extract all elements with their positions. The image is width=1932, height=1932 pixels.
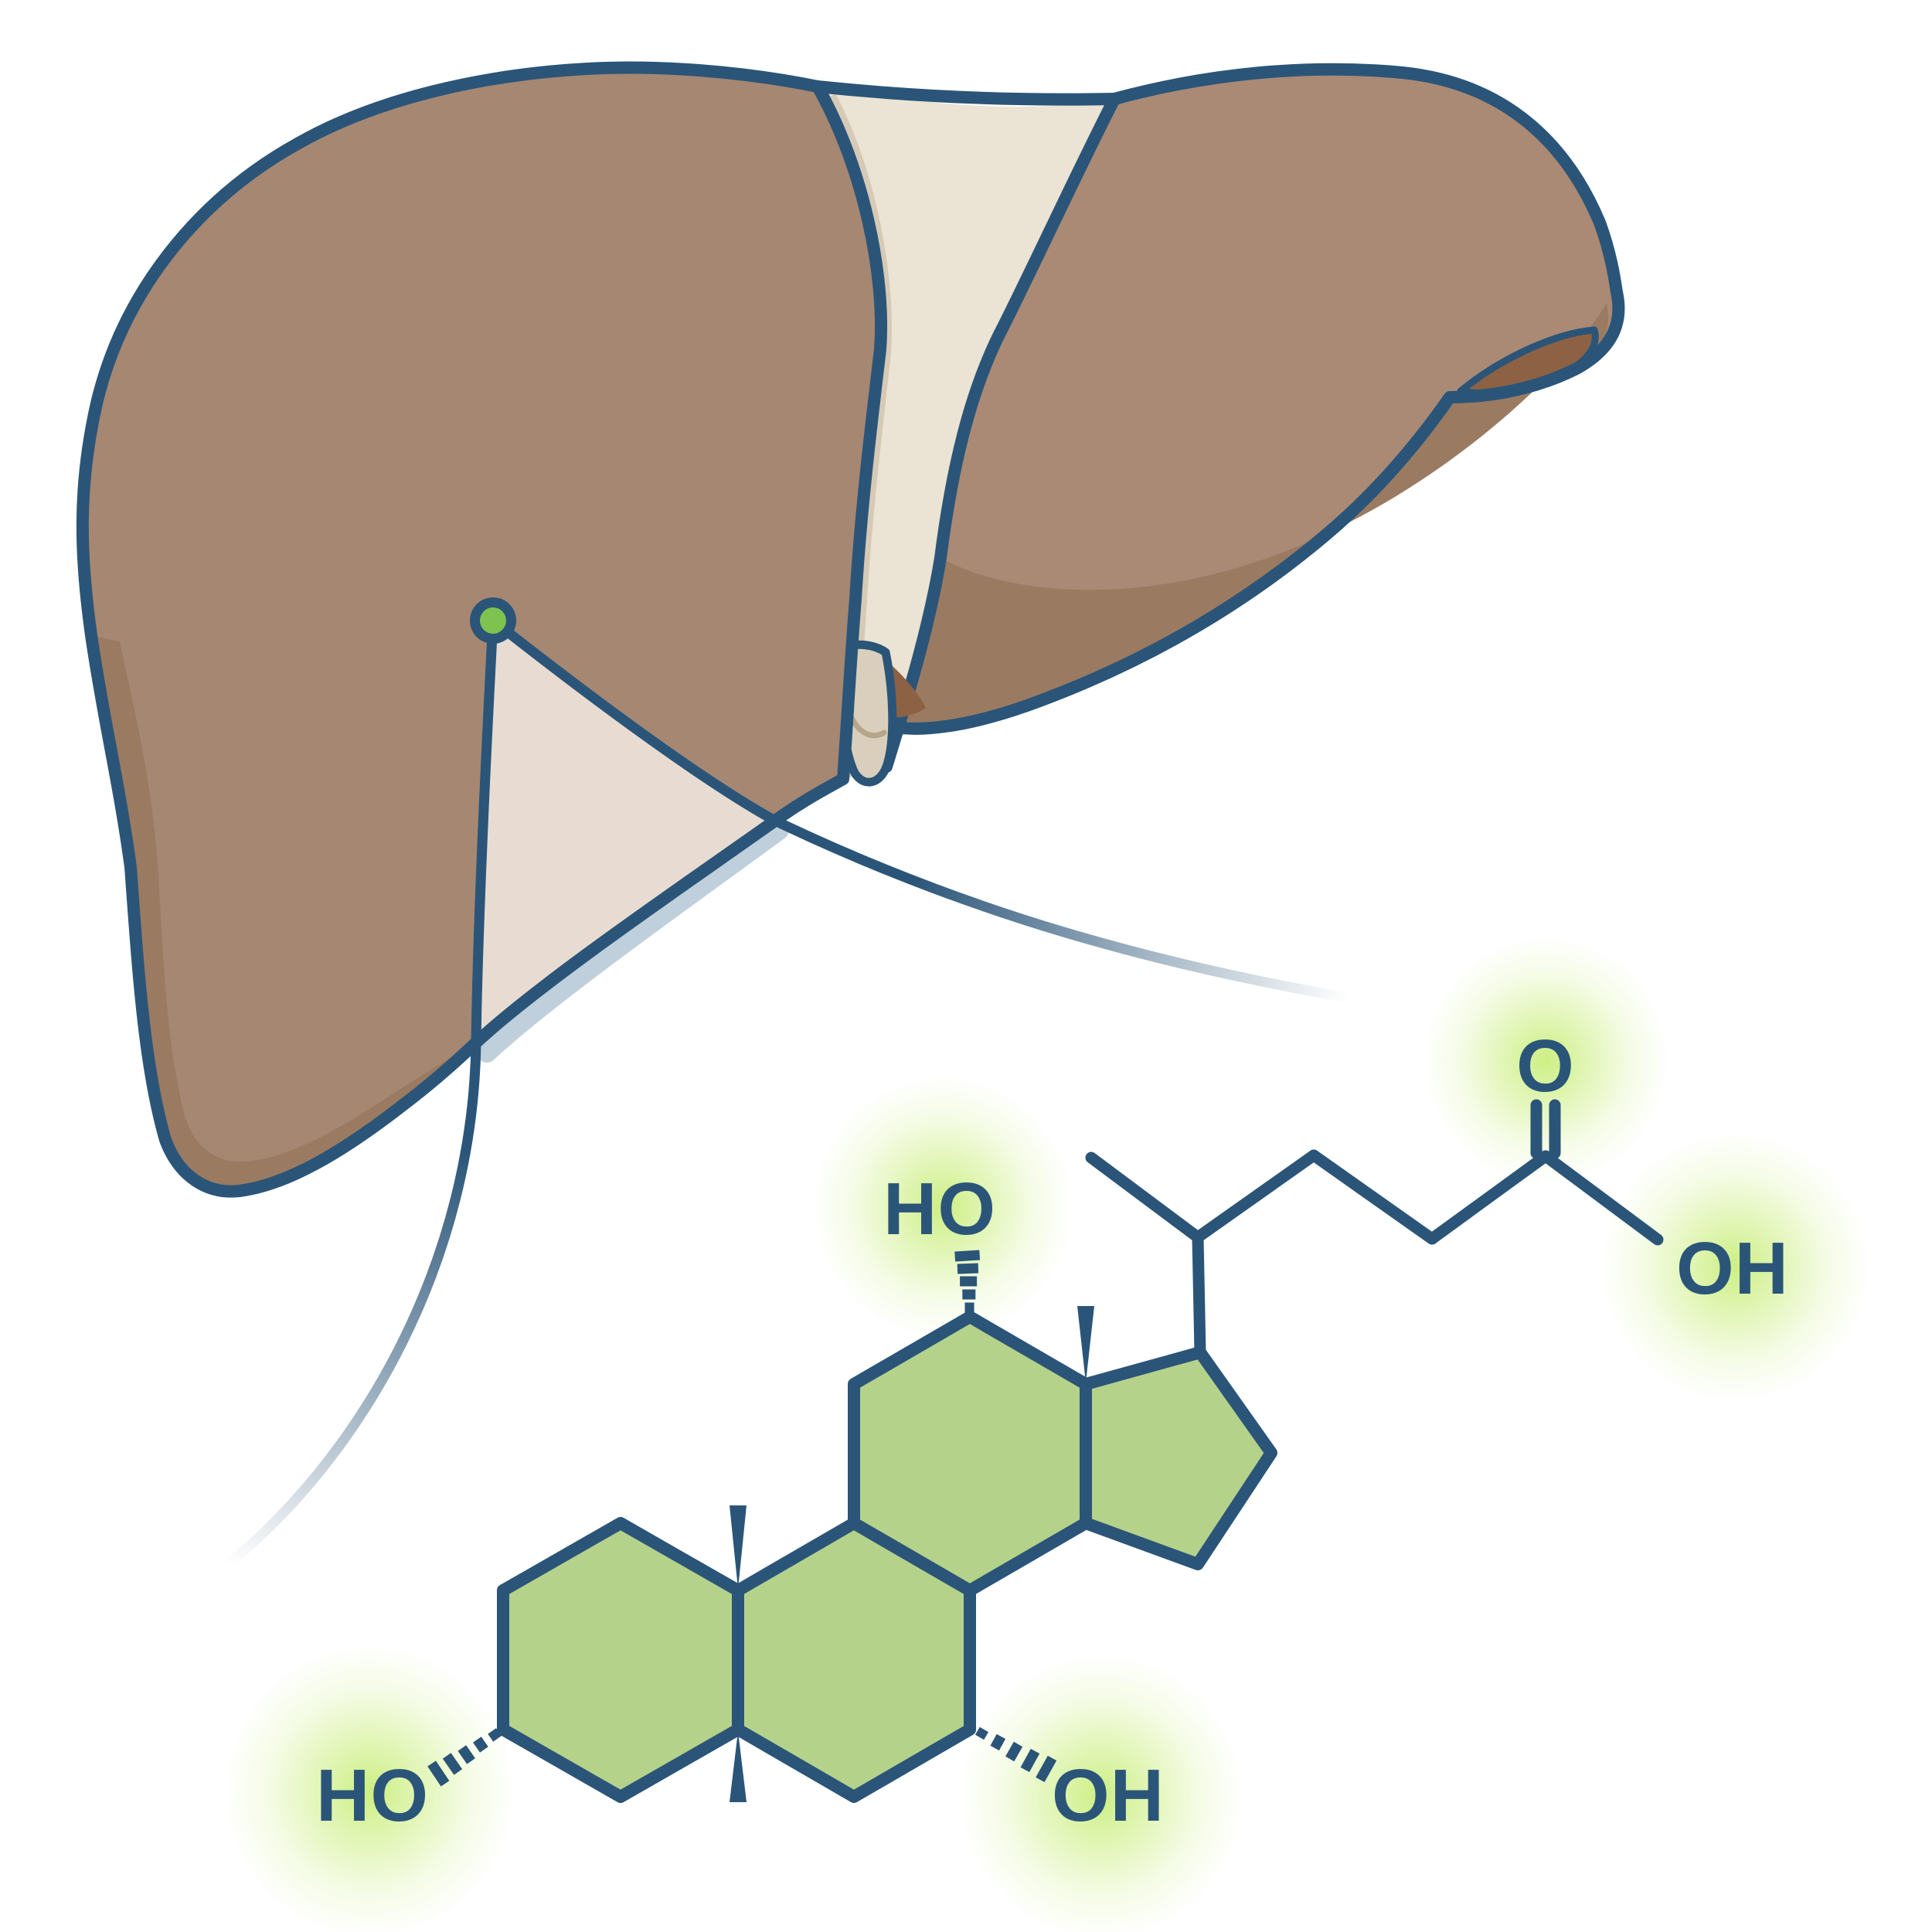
wedge-bond-c10-methyl: [730, 1505, 747, 1589]
steroid-ring-a: [497, 1517, 744, 1803]
left-lobe-shading: [91, 635, 475, 1192]
visceral-wedge: [474, 621, 773, 1043]
green-dot-marker: [480, 607, 506, 634]
glow-carboxyl-hydroxyl: [1600, 1132, 1870, 1403]
carboxyl-hydroxyl-label: OH: [1676, 1227, 1789, 1310]
hydroxyl-label-bottom-left: HO: [316, 1754, 429, 1837]
callout-line-left: [217, 615, 498, 1574]
liver-top-edge: [811, 80, 1121, 106]
glow-carbonyl-oxygen: [1422, 937, 1669, 1184]
right-lobe-outline: [877, 63, 1625, 773]
hash-bond-12-hydroxyl: [954, 1250, 981, 1313]
steroid-ring-d: [1080, 1346, 1277, 1570]
callout: [217, 597, 1349, 1574]
steroid-ring-c: [848, 1311, 1092, 1597]
hydroxyl-label-top: HO: [883, 1168, 996, 1250]
wedge-bond-c13-methyl: [1077, 1306, 1094, 1383]
wedge-bond-c5-hydrogen: [730, 1731, 747, 1802]
glow-hydroxyl-bottom-left: [223, 1645, 516, 1932]
falciform-ligament: [818, 87, 1114, 779]
bile-acid-molecule: HO O OH HO OH: [223, 937, 1870, 1932]
carbonyl-oxygen-label: O: [1516, 1025, 1575, 1107]
hydroxyl-label-bottom-right: OH: [1052, 1754, 1165, 1837]
glow-hydroxyl-top: [811, 1076, 1074, 1338]
side-chain-bonds: [1085, 1099, 1664, 1359]
hash-bond-7-hydroxyl: [975, 1726, 1057, 1783]
hash-bond-3-hydroxyl: [427, 1728, 502, 1787]
callout-line-right: [488, 615, 1349, 1002]
right-lobe-shading: [883, 303, 1609, 767]
glow-hydroxyl-bottom-right: [958, 1654, 1244, 1932]
visceral-wedge-shadow: [477, 820, 789, 1063]
left-lobe-outline: [76, 61, 888, 1198]
